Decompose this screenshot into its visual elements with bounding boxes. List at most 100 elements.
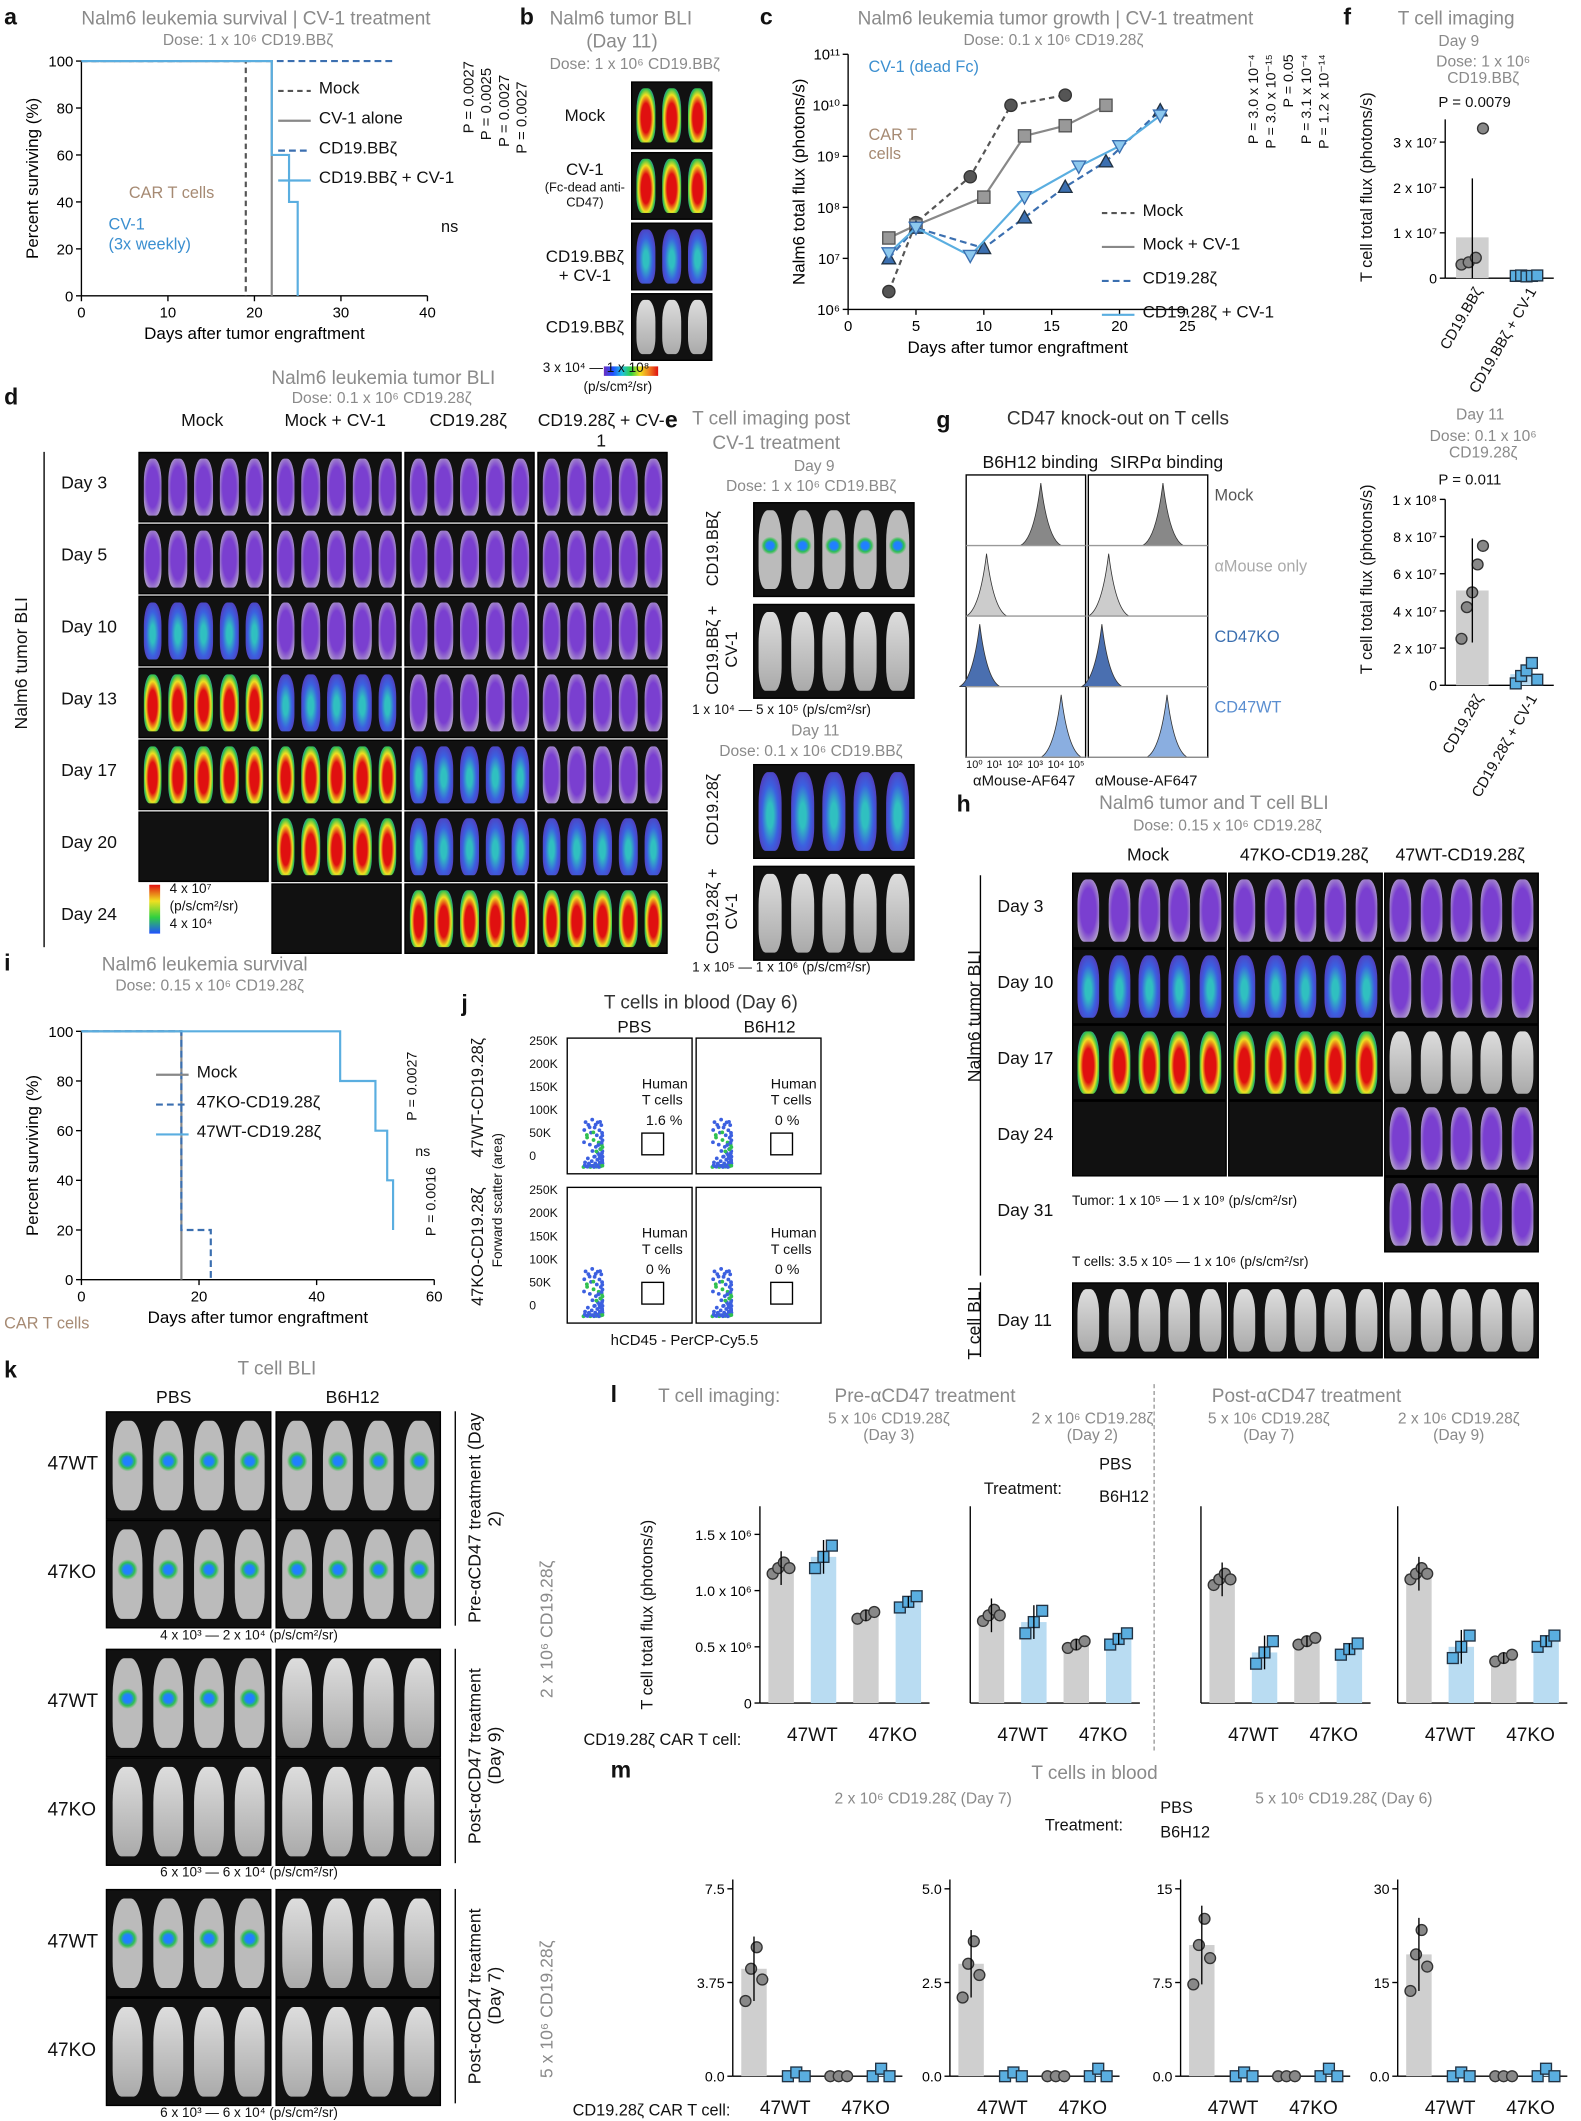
mouse [1450, 1289, 1473, 1352]
cell-dot [728, 1123, 733, 1128]
cell-dot [726, 1305, 731, 1310]
data-point [1198, 1912, 1211, 1925]
x-tick-label: 10⁰ [966, 758, 983, 771]
cell-dot [598, 1269, 602, 1274]
dose-label: Dose: 1 x 10⁶ CD19.BBζ [549, 56, 720, 74]
row-label: Day 10 [997, 971, 1054, 992]
gate-percent: 0 % [774, 1112, 800, 1130]
mouse [593, 890, 612, 948]
x-tick-label: 40 [419, 305, 436, 322]
data-point [1224, 1573, 1237, 1586]
p-value: P = 3.0 x 10⁻¹⁵ [1263, 54, 1280, 149]
legend-label: CD47WT [1214, 697, 1282, 717]
mouse [168, 458, 188, 516]
cell-dot [589, 1308, 594, 1313]
cell-dot [582, 1277, 587, 1282]
mouse [194, 1421, 224, 1511]
data-point [883, 2070, 896, 2083]
y-axis-label: Forward scatter (area) [491, 1133, 507, 1268]
flow-scatter [695, 1186, 822, 1324]
row-label: 47WT [47, 1451, 99, 1474]
bli-image [275, 1648, 442, 1758]
mouse [112, 1658, 143, 1748]
mouse [618, 458, 638, 516]
mouse [593, 818, 612, 876]
bli-image [404, 739, 535, 811]
p-value: P = 0.05 [1281, 54, 1298, 108]
row-label: Day 17 [997, 1047, 1054, 1068]
mouse [245, 674, 264, 732]
mouse [1168, 955, 1191, 1018]
cell-dot [589, 1163, 594, 1168]
cell-dot [591, 1279, 596, 1284]
x-axis-label: Days after tumor engraftment [148, 1308, 369, 1327]
mouse [1420, 879, 1443, 942]
y-tick-label: 0.0 [705, 2070, 725, 2086]
x-tick-label: 10 [160, 305, 177, 322]
y-tick-label: 3 x 10⁷ [1393, 136, 1437, 152]
x-tick-label: 0 [844, 318, 852, 335]
x-tick-label: 47KO [1506, 2096, 1555, 2119]
data-point [1288, 2070, 1302, 2083]
dose-label: 2 x 10⁶ CD19.28ζ (Day 2) [1031, 1411, 1154, 1444]
data-point [1548, 2070, 1561, 2083]
mouse [434, 890, 454, 948]
legend-swatch [278, 89, 311, 93]
y-tick-label: 150K [529, 1229, 558, 1244]
mouse [1233, 1289, 1256, 1352]
y-tick-label: 3.75 [697, 1976, 725, 1992]
mouse [485, 602, 505, 660]
panel-label: h [956, 791, 971, 817]
mouse [404, 1658, 434, 1748]
cell-dot [711, 1312, 716, 1317]
bli-image [404, 523, 535, 595]
cell-dot [729, 1163, 734, 1168]
flow-scatter [566, 1186, 693, 1324]
bli-image [404, 883, 535, 954]
y-tick-label: 6 x 10⁷ [1393, 567, 1437, 583]
mouse [758, 612, 782, 691]
series-line [81, 59, 247, 296]
cell-dot [719, 1298, 724, 1303]
bli-image [105, 1888, 272, 1998]
cell-dot [718, 1163, 723, 1168]
mouse [822, 874, 846, 952]
cell-dot [599, 1123, 604, 1128]
data-point [1421, 1567, 1434, 1580]
cell-dot [722, 1271, 727, 1276]
mouse [885, 772, 909, 851]
mouse [301, 602, 321, 660]
cell-dot [586, 1310, 591, 1315]
bli-image [271, 451, 402, 523]
scale-label: T cells: 3.5 x 10⁵ — 1 x 10⁶ (p/s/cm²/sr… [1072, 1255, 1309, 1271]
p-value: P = 0.0027 [404, 1051, 421, 1121]
data-point [1309, 1631, 1322, 1644]
mouse [1355, 879, 1378, 942]
chart-m-3: 0.07.515 [1153, 1879, 1351, 2086]
legend-label: CD47KO [1214, 626, 1280, 646]
scale-label: 1 x 10⁴ — 5 x 10⁵ (p/s/cm²/sr) [692, 702, 871, 718]
panel-label: f [1343, 4, 1352, 30]
mouse [112, 1767, 143, 1857]
x-tick-label: 10⁴ [1047, 758, 1065, 771]
column-header: PBS [617, 1017, 652, 1037]
mouse [1324, 955, 1347, 1018]
mouse [485, 746, 505, 804]
bli-image [537, 451, 668, 523]
data-point [1525, 656, 1538, 670]
bli-image [271, 883, 402, 954]
x-tick-label: 47WT [977, 2096, 1028, 2119]
bli-image [753, 763, 915, 859]
cell-dot [600, 1313, 605, 1317]
mouse [194, 746, 213, 804]
bli-image [537, 523, 668, 595]
y-tick-label: 100K [529, 1252, 558, 1267]
row-label: Day 24 [997, 1123, 1054, 1144]
mouse [1324, 1289, 1347, 1352]
mouse [1294, 1031, 1317, 1094]
y-axis-label: T cell total flux (photons/s) [1357, 92, 1376, 283]
bli-image [1072, 1024, 1227, 1101]
mouse [1108, 879, 1130, 942]
mouse [409, 746, 428, 804]
